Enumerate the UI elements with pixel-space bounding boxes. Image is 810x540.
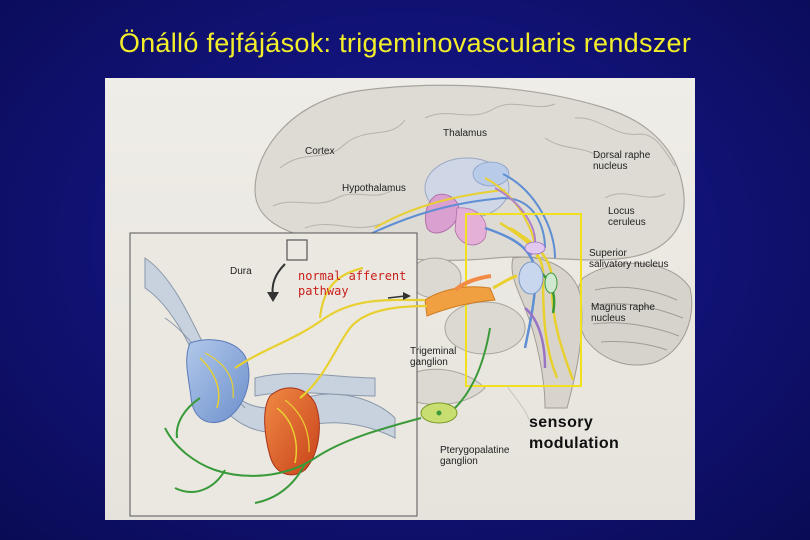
red-artery [264,387,320,476]
label-magnus-raphe: Magnus raphe nucleus [591,302,655,324]
dura-marker-box [286,239,308,261]
label-locus-ceruleus: Locus ceruleus [608,206,646,228]
annotation-normal-afferent: normal afferent pathway [298,269,407,298]
brainstem [511,256,583,409]
blue-vessel [186,339,250,423]
afferent-arrow [387,295,406,299]
label-pterygopalatine-ganglion: Pterygopalatine ganglion [440,445,510,467]
label-thalamus: Thalamus [443,128,487,139]
slide-title: Önálló fejfájások: trigeminovascularis r… [118,28,692,58]
cortex-gyri [272,103,676,229]
leader-line [506,385,530,421]
superior-salivatory-structure [518,261,544,295]
annotation-sensory-modulation: sensory modulation [529,414,620,452]
label-dura: Dura [230,266,252,277]
label-dorsal-raphe: Dorsal raphe nucleus [593,150,651,172]
label-trigeminal-ganglion: Trigeminal ganglion [410,346,457,368]
trigeminal-ganglion [424,274,518,317]
label-superior-salivatory: Superior salivatory nucleus [589,248,669,270]
label-hypothalamus: Hypothalamus [342,183,406,194]
anatomy-illustration [105,78,695,520]
anatomy-figure: Thalamus Cortex Hypothalamus Dorsal raph… [105,78,695,520]
parasympathetic-fibers [164,327,491,504]
afferent-fibers [234,266,428,399]
label-cortex: Cortex [305,146,335,157]
